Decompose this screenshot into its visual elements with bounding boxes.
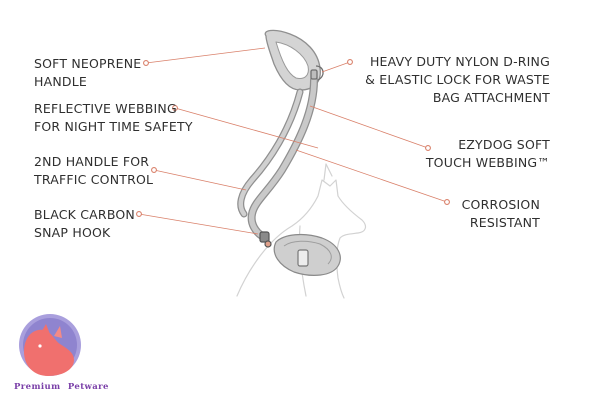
callout-line-snap-hook: [138, 213, 259, 235]
snap-hook-icon: [259, 231, 272, 248]
callout-dot-reflective: [172, 105, 178, 111]
callout-line-webbing: [309, 105, 429, 149]
callout-dot-d-ring: [347, 59, 353, 65]
callout-lines: [138, 47, 448, 235]
callout-dots: [136, 59, 450, 217]
label-d-ring: HEAVY DUTY NYLON D-RING & ELASTIC LOCK F…: [365, 54, 550, 105]
brand-name-part2: Petware: [67, 382, 109, 392]
label-second-handle: 2ND HANDLE FOR TRAFFIC CONTROL: [34, 154, 154, 187]
callout-dot-handle: [143, 60, 149, 66]
label-corrosion: CORROSION RESISTANT: [461, 197, 540, 230]
callout-dot-webbing: [425, 145, 431, 151]
callout-line-handle: [145, 47, 266, 64]
label-snap-hook: BLACK CARBON SNAP HOOK: [34, 207, 135, 240]
pet-logo-icon: [19, 314, 81, 376]
collar-icon: [273, 233, 341, 276]
callout-dot-corrosion: [444, 199, 450, 205]
label-handle: SOFT NEOPRENE HANDLE: [34, 56, 142, 89]
label-webbing: EZYDOG SOFT TOUCH WEBBING™: [425, 137, 550, 170]
callout-dot-second-handle: [151, 167, 157, 173]
callout-line-reflective: [174, 107, 319, 149]
callout-line-second-handle: [153, 169, 247, 191]
callout-line-d-ring: [321, 61, 351, 73]
callout-dot-snap-hook: [136, 211, 142, 217]
brand-name-part1: Premium: [14, 382, 61, 392]
label-reflective: REFLECTIVE WEBBING FOR NIGHT TIME SAFETY: [34, 101, 193, 134]
callout-line-corrosion: [295, 149, 448, 203]
leash-strap: [237, 29, 321, 240]
brand-name: Premium Petware: [14, 382, 109, 392]
